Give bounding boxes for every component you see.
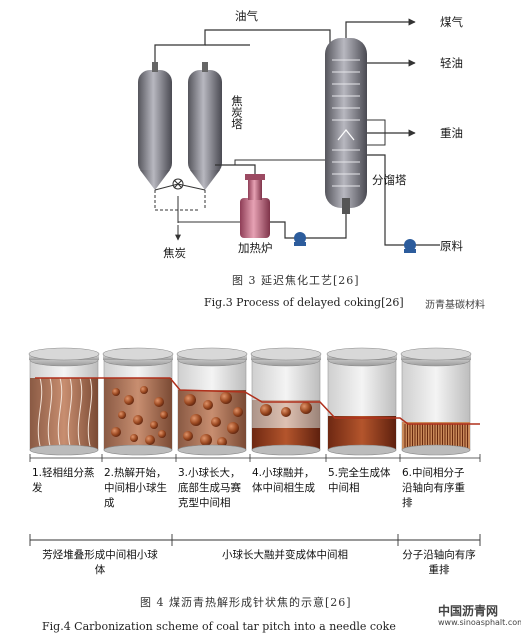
phase-label-2: 小球长大融并变成体中间相 [222,549,348,561]
label-heavy-oil: 重油 [440,126,463,140]
fig4-caption-cn: 图 4 煤沥青热解形成针状焦的示意[26] [140,596,352,609]
label-oil-gas: 油气 [235,9,258,23]
tower-feed-line [154,183,206,191]
heater-to-tower-pipe [215,164,256,174]
cylinder-3 [176,347,248,456]
fig3-caption-cn: 图 3 延迟焦化工艺[26] [232,274,360,287]
coal-gas-arrow [345,18,416,38]
phase-brackets [29,534,481,546]
oil-gas-pipe [154,29,331,68]
phase-label-3: 分子沿轴向有序重排 [402,549,476,576]
site-watermark-cn: 中国沥青网 [438,604,499,618]
fig3-process-diagram [138,18,440,253]
reflux-loop [367,119,386,146]
stage-label-4: 4.小球融并，体中间相生成 [252,467,315,494]
fractionator-inlet-cap [337,129,355,141]
label-heater: 加热炉 [238,241,273,255]
fractionator-column [325,38,367,214]
coke-discharge-dashed [154,190,206,232]
fig3-caption-en: Fig.3 Process of delayed coking[26] [204,296,404,309]
pitch-level-line [35,377,480,425]
tower-to-heater-line [177,196,240,223]
pump-to-heater-line [270,221,296,239]
cylinder-6 [400,347,472,456]
coke-tower-right [188,62,222,190]
fractionator-trays [332,59,360,187]
fig4-carbonization-scheme [28,347,481,546]
pump-icon-feed [404,239,416,253]
cylinder-4 [250,347,322,456]
stage-tick-lines [29,454,481,462]
cylinder-5 [326,347,398,456]
label-light-oil: 轻油 [440,56,463,70]
heater-outlet-line [234,159,325,166]
stage-label-1: 1.轻相组分蒸发 [32,467,95,494]
stage-label-3: 3.小球长大，底部生成马赛克型中间相 [178,467,241,509]
cylinder-1 [28,347,100,456]
coke-tower-left [138,62,172,190]
stage-label-2: 2.热解开始，中间相小球生成 [104,467,167,509]
stage-label-5: 5.完全生成体中间相 [328,467,391,494]
site-watermark-en: www.sinoasphalt.com [438,618,521,627]
label-coke-tower: 焦炭塔 [230,95,244,130]
feed-line [367,154,440,246]
phase-label-1: 芳烃堆叠形成中间相小球体 [42,549,158,576]
pump-icon-recycle [294,232,306,246]
heater-furnace [240,174,270,238]
stage-label-6: 6.中间相分子沿轴向有序重排 [402,467,465,509]
cylinder-2 [102,347,174,456]
label-coke: 焦炭 [163,246,186,260]
label-fractionator: 分馏塔 [372,173,407,187]
bottom-recycle-line [305,214,347,239]
label-feedstock: 原料 [440,239,463,253]
label-coal-gas: 煤气 [440,15,463,29]
wechat-watermark: 沥青基碳材料 [425,300,485,311]
fig4-caption-en: Fig.4 Carbonization scheme of coal tar p… [42,620,396,633]
